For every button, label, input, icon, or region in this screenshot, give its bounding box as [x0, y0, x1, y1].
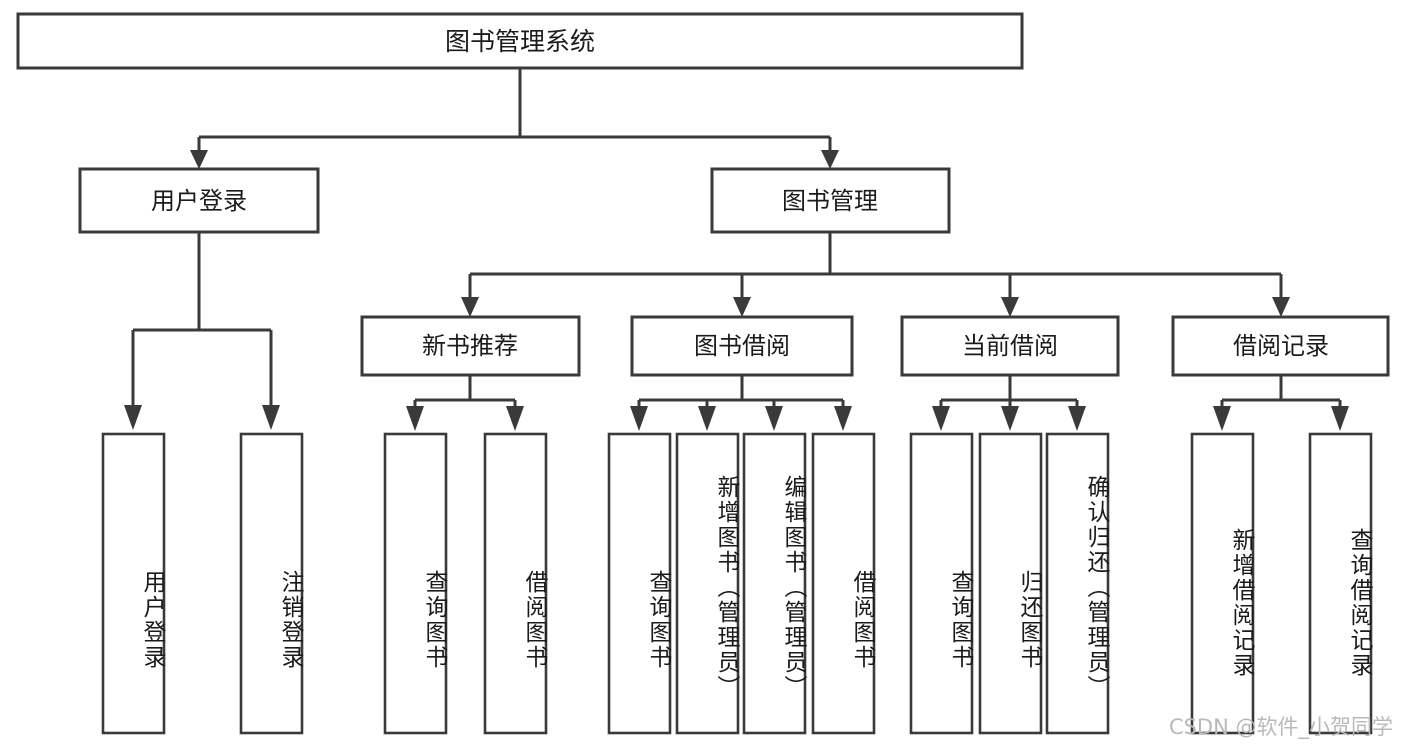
leaf-box-query-record[interactable]: [1308, 432, 1373, 735]
leaf-box-logout[interactable]: [239, 432, 304, 735]
leaf-box-query-book-3[interactable]: [909, 432, 974, 735]
node-new-book-rec-label: 新书推荐: [422, 332, 518, 360]
leaf-boxes: [101, 432, 1373, 735]
node-current-borrow-label: 当前借阅: [962, 332, 1058, 360]
connector-new-book-rec-to-leaves: [406, 375, 524, 431]
node-user-login-label: 用户登录: [151, 187, 247, 215]
connector-current-borrow-to-leaves: [932, 375, 1086, 431]
connector-root-to-level2: [190, 68, 839, 169]
node-borrow-record[interactable]: 借阅记录: [1171, 315, 1390, 377]
leaf-box-edit-book[interactable]: [742, 432, 807, 735]
node-borrow-record-label: 借阅记录: [1233, 332, 1329, 360]
leaf-box-user-login[interactable]: [101, 432, 166, 735]
leaf-box-add-record[interactable]: [1190, 432, 1255, 735]
leaf-box-query-book-2[interactable]: [607, 432, 672, 735]
node-new-book-rec[interactable]: 新书推荐: [360, 315, 581, 377]
leaf-box-return-book[interactable]: [978, 432, 1043, 735]
leaf-box-query-book-1[interactable]: [383, 432, 448, 735]
node-book-borrow[interactable]: 图书借阅: [630, 315, 854, 377]
node-book-borrow-label: 图书借阅: [694, 332, 790, 360]
leaf-box-borrow-book-1[interactable]: [483, 432, 548, 735]
node-book-manage-label: 图书管理: [782, 187, 878, 215]
connector-book-borrow-to-leaves: [630, 375, 852, 431]
leaf-box-confirm-return[interactable]: [1045, 432, 1110, 735]
connector-borrow-record-to-leaves: [1213, 375, 1349, 431]
connector-user-login-to-leaves: [124, 232, 280, 430]
leaf-box-borrow-book-2[interactable]: [811, 432, 876, 735]
node-root-label: 图书管理系统: [445, 27, 595, 56]
node-book-manage[interactable]: 图书管理: [710, 167, 951, 234]
connector-book-manage-to-level3: [461, 232, 1290, 317]
node-user-login[interactable]: 用户登录: [78, 167, 320, 234]
leaf-box-add-book[interactable]: [675, 432, 740, 735]
node-root[interactable]: 图书管理系统: [16, 12, 1024, 70]
node-current-borrow[interactable]: 当前借阅: [900, 315, 1120, 377]
